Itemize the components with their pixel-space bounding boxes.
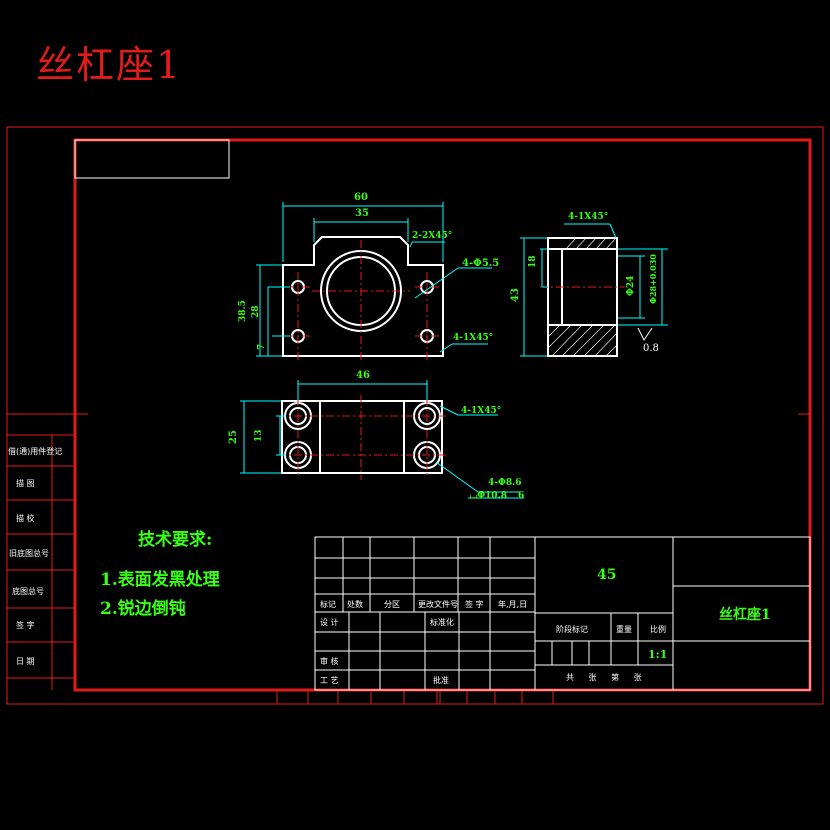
dim-13: 13 — [254, 429, 264, 442]
side-label-trace: 描 图 — [16, 479, 35, 488]
side-label-old-base: 旧底图总号 — [9, 549, 49, 558]
dim-chamfer-front: 4-1X45° — [453, 333, 494, 343]
bottom-strip — [276, 690, 554, 704]
side-label-date: 日 期 — [16, 657, 35, 666]
tb-label-count: 处数 — [347, 600, 363, 609]
tb-scale-label: 比例 — [650, 625, 666, 634]
side-label-sign: 签 字 — [16, 621, 35, 630]
side-column — [7, 413, 75, 690]
dim-chamfer-side: 4-1X45° — [568, 212, 609, 222]
code-box — [74, 139, 230, 179]
tb-standardization: 标准化 — [430, 618, 454, 627]
dim-35: 35 — [355, 208, 369, 219]
side-label-borrow: 借(通)用件登记 — [8, 447, 63, 456]
tb-process: 工 艺 — [320, 676, 339, 685]
dim-43: 43 — [510, 288, 521, 302]
dim-46: 46 — [356, 370, 370, 381]
tb-approve: 批准 — [433, 676, 449, 685]
dim-38-5: 38.5 — [238, 300, 248, 322]
tb-weight: 重量 — [616, 625, 632, 634]
dim-dia-24: Φ24 — [626, 275, 636, 296]
tech-requirement-1: 1.表面发黑处理 — [100, 570, 220, 590]
front-view — [256, 202, 492, 362]
dim-holes-8-6: 4-Φ8.6 — [488, 478, 522, 488]
tb-stage-mark: 阶段标记 — [556, 625, 588, 634]
dim-28: 28 — [251, 305, 261, 318]
outer-border — [6, 126, 824, 705]
dim-chamfer-top: 4-1X45° — [461, 406, 502, 416]
tb-scale-value: 1:1 — [648, 648, 668, 661]
material-value: 45 — [597, 567, 617, 583]
tech-requirement-2: 2.锐边倒钝 — [100, 599, 186, 619]
side-label-base: 底图总号 — [12, 587, 44, 596]
tb-design: 设 计 — [320, 618, 339, 627]
tb-label-mark: 标记 — [320, 600, 336, 609]
side-label-check: 描 校 — [16, 514, 35, 523]
top-view — [240, 380, 524, 499]
tb-label-signature: 签 字 — [465, 600, 484, 609]
tb-review: 审 核 — [320, 657, 339, 666]
tb-sheets: 共 张 第 张 — [566, 673, 648, 682]
tech-requirements-heading: 技术要求: — [138, 530, 213, 550]
dim-holes-5-5: 4-Φ5.5 — [462, 258, 500, 269]
surface-roughness: 0.8 — [643, 343, 659, 354]
tb-label-zone: 分区 — [384, 600, 400, 609]
title-block — [314, 536, 811, 691]
dim-chamfer-2x45: 2-2X45° — [412, 231, 453, 241]
dim-7: 7 — [257, 343, 267, 350]
dim-25: 25 — [228, 430, 239, 444]
dim-dia-28-fit: Φ28+0.030 — [648, 254, 658, 304]
tb-label-change-doc: 更改文件号 — [418, 600, 458, 609]
dim-counterbore-depth: 6 — [518, 491, 525, 501]
part-name: 丝杠座1 — [719, 607, 771, 623]
side-view — [520, 223, 668, 357]
dim-60: 60 — [354, 192, 368, 203]
dim-18: 18 — [528, 255, 538, 268]
dim-counterbore: ⌴Φ10.8 — [470, 491, 507, 501]
page-title: 丝杠座1 — [36, 43, 183, 87]
tb-label-date: 年,月,日 — [498, 600, 528, 609]
